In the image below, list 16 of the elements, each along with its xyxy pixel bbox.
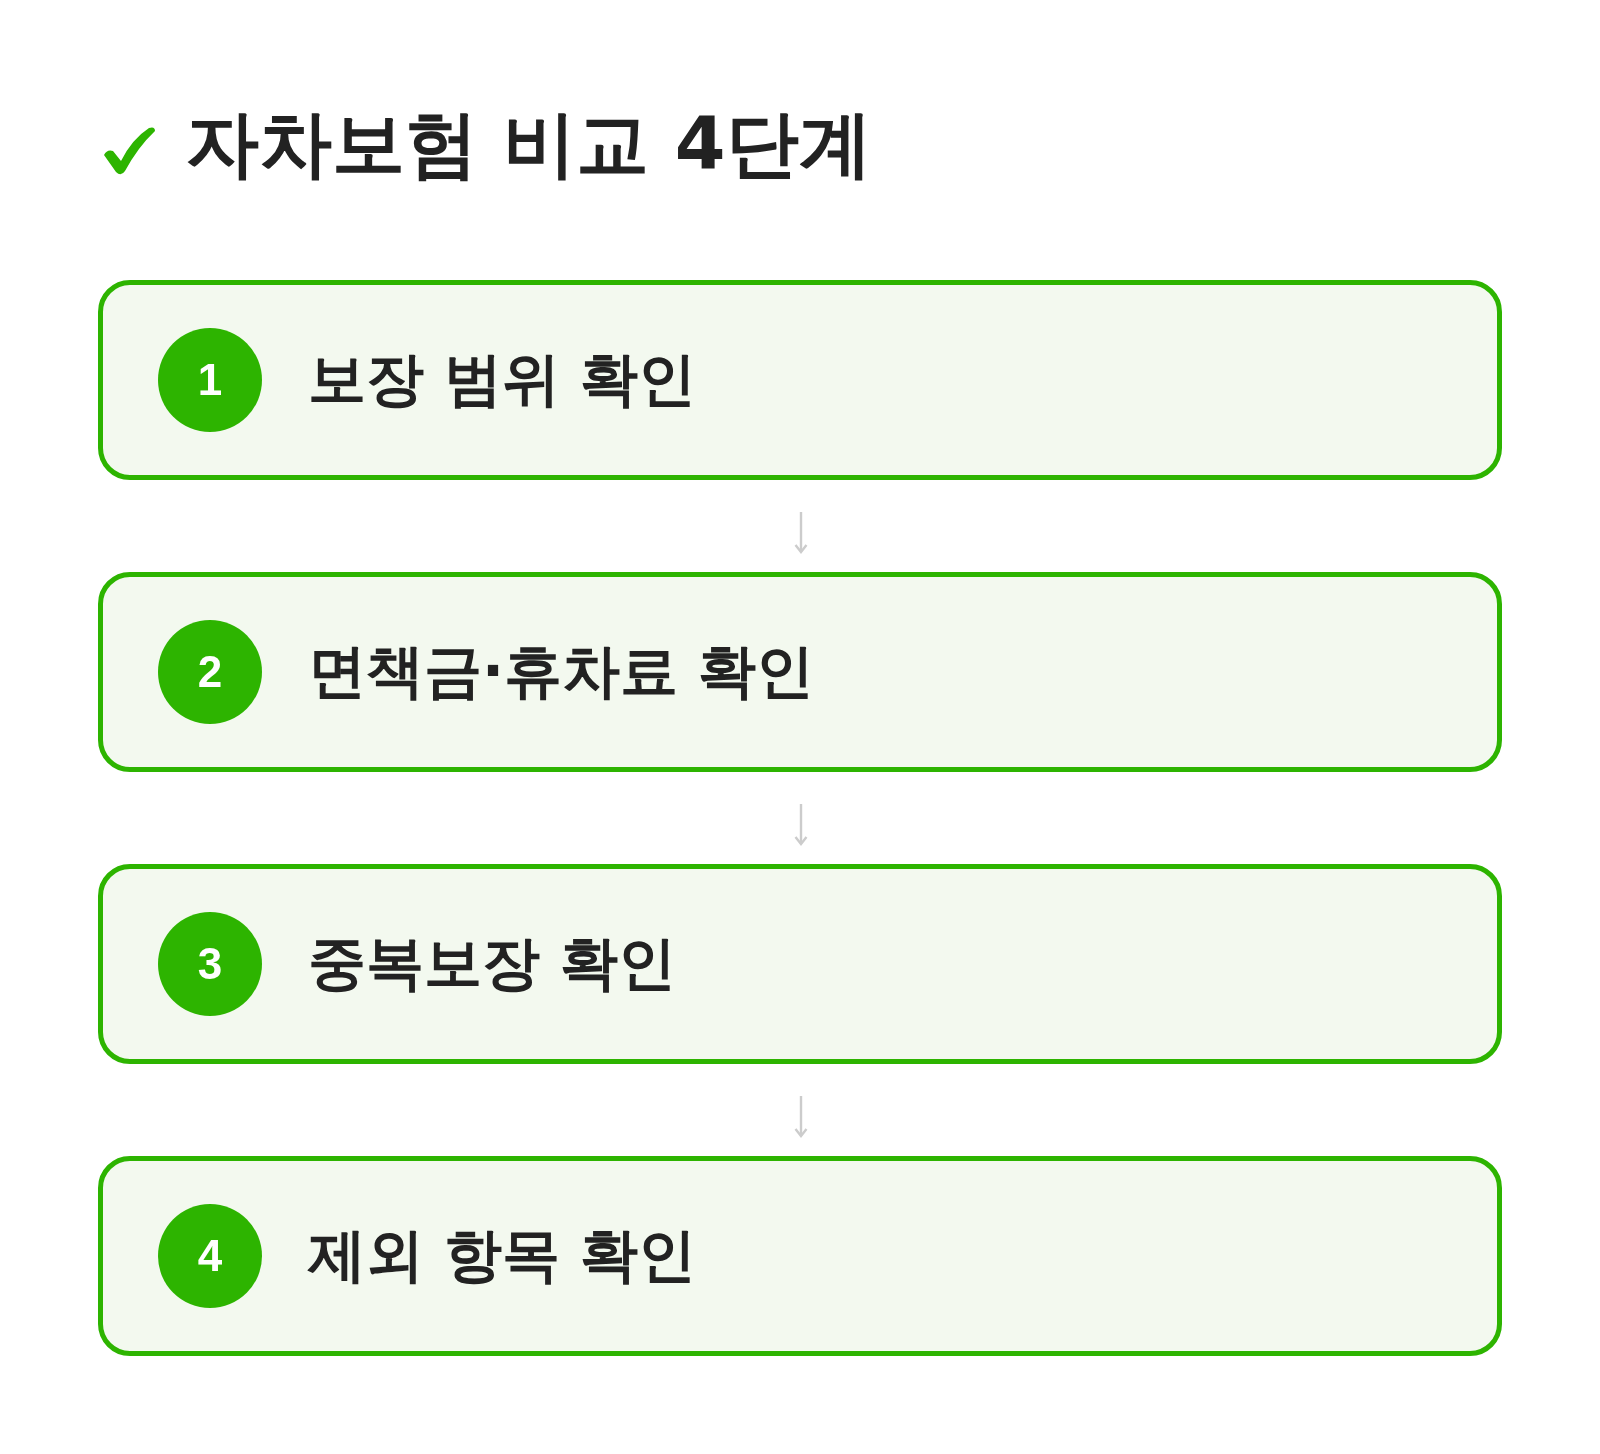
step-box — [98, 572, 1502, 772]
step-label: 보장 범위 확인 — [308, 345, 697, 415]
step-number: 3 — [158, 912, 262, 1016]
step-box — [98, 280, 1502, 480]
step-box — [98, 864, 1502, 1064]
step-number: 1 — [158, 328, 262, 432]
step-label: 제외 항목 확인 — [308, 1221, 697, 1291]
step-label: 면책금·휴차료 확인 — [308, 637, 815, 707]
arrow — [794, 1096, 808, 1138]
step-label: 중복보장 확인 — [308, 929, 677, 999]
step-box — [98, 1156, 1502, 1356]
step-number: 4 — [158, 1204, 262, 1308]
arrow — [794, 512, 808, 554]
title: 자차보험 비교 4단계 — [186, 104, 872, 185]
arrow — [794, 804, 808, 846]
step-number: 2 — [158, 620, 262, 724]
